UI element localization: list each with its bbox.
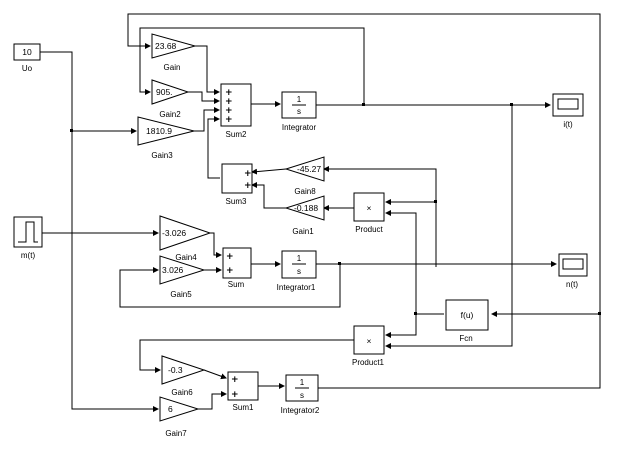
svg-text:s: s: [297, 267, 301, 276]
gain-block-gain8[interactable]: -45.27 Gain8: [284, 156, 325, 196]
svg-text:s: s: [297, 107, 301, 116]
wire-gain3-sum2[interactable]: [194, 107, 220, 132]
gain1-label: Gain1: [292, 227, 314, 236]
fcn-block[interactable]: f(u) Fcn: [445, 299, 489, 343]
wire-gain7-sum1[interactable]: [198, 391, 227, 410]
scope-n[interactable]: n(t): [558, 253, 588, 289]
gain8-label: Gain8: [294, 187, 316, 196]
gain-block-gain3[interactable]: 1810.9 Gain3: [137, 116, 195, 160]
gain8-value: -45.27: [297, 164, 321, 174]
svg-text:1: 1: [297, 254, 302, 263]
wire-gain8-sum3[interactable]: [251, 168, 287, 175]
svg-text:s: s: [300, 391, 304, 400]
gain7-label: Gain7: [165, 429, 187, 438]
constant-uo[interactable]: 10 Uo: [13, 43, 41, 73]
sum2-label: Sum2: [226, 130, 247, 139]
signal-wires: [40, 13, 601, 412]
wire-gain-sum2[interactable]: [195, 45, 220, 95]
integrator1-label: Integrator1: [277, 283, 316, 292]
gain6-value: -0.3: [168, 365, 183, 375]
gain-block-gain4[interactable]: -3.026 Gain4: [159, 215, 212, 262]
product-label: Product: [355, 225, 383, 234]
wire-gain6-sum1[interactable]: [203, 369, 227, 380]
wire-uo-bus[interactable]: [40, 51, 159, 412]
integrator-block[interactable]: 1 s Integrator: [281, 91, 317, 132]
sum-block-sum2[interactable]: + + + + Sum2: [220, 83, 252, 139]
source-mt[interactable]: m(t): [13, 216, 43, 260]
gain3-value: 1810.9: [146, 126, 172, 136]
gain2-value: 905.: [156, 87, 173, 97]
svg-text:+: +: [225, 97, 233, 107]
gain5-label: Gain5: [170, 290, 192, 299]
wire-gain4-sum[interactable]: [210, 232, 222, 258]
wire-i-to-product1[interactable]: [385, 105, 513, 349]
wire-gain1-sum3[interactable]: [251, 182, 286, 209]
sum-block-sum1[interactable]: + + Sum1: [227, 371, 259, 412]
gain-label: Gain: [164, 63, 181, 72]
wire-n-feedback[interactable]: [119, 264, 341, 308]
sum-label: Sum: [228, 280, 245, 289]
gain6-label: Gain6: [171, 388, 193, 397]
gain-block-gain6[interactable]: -0.3 Gain6: [161, 355, 206, 397]
gain1-value: -0.188: [294, 203, 318, 213]
svg-text:+: +: [226, 252, 234, 262]
svg-text:+: +: [231, 375, 239, 385]
integrator2-label: Integrator2: [281, 406, 320, 415]
constant-uo-label: Uo: [22, 64, 33, 73]
sum3-label: Sum3: [226, 197, 247, 206]
step-signal-icon: [18, 221, 38, 243]
gain-block-gain[interactable]: 23.68 Gain: [151, 33, 197, 72]
sum1-label: Sum1: [233, 403, 254, 412]
svg-text:1: 1: [297, 95, 302, 104]
svg-text:+: +: [244, 181, 252, 191]
gain4-label: Gain4: [175, 253, 197, 262]
svg-text:+: +: [225, 88, 233, 98]
gain-block-gain7[interactable]: 6 Gain7: [159, 396, 200, 438]
product1-label: Product1: [352, 358, 385, 367]
svg-text:+: +: [225, 106, 233, 116]
gain-block-gain1[interactable]: -0.188 Gain1: [284, 195, 325, 236]
gain-block-gain2[interactable]: 905. Gain2: [151, 79, 190, 119]
gain2-label: Gain2: [159, 110, 181, 119]
integrator2-block[interactable]: 1 s Integrator2: [281, 374, 320, 415]
wire-i-feedback-top[interactable]: [139, 27, 365, 105]
integrator1-block[interactable]: 1 s Integrator1: [277, 250, 317, 292]
svg-text:1: 1: [300, 378, 305, 387]
wire-outer-feedback[interactable]: [127, 13, 601, 389]
scope-i-label: i(t): [563, 120, 573, 129]
scope-screen-icon: [562, 258, 584, 270]
svg-text:×: ×: [367, 336, 372, 346]
wire-fcn-product1[interactable]: [385, 314, 417, 338]
sum-block-sum3[interactable]: + + Sum3: [221, 163, 253, 206]
wire-n-to-gain8[interactable]: [323, 166, 437, 267]
junction-dots: [70, 103, 601, 315]
gain-value: 23.68: [155, 41, 177, 51]
gain5-value: 3.026: [162, 265, 184, 275]
scope-screen-icon: [557, 98, 579, 110]
source-mt-label: m(t): [21, 251, 36, 260]
gain3-label: Gain3: [151, 151, 173, 160]
constant-uo-value: 10: [22, 47, 32, 57]
scope-n-label: n(t): [566, 280, 578, 289]
gain7-value: 6: [168, 404, 173, 414]
fcn-label: Fcn: [459, 334, 472, 343]
fcn-expression: f(u): [461, 310, 474, 320]
wire-product1-gain6[interactable]: [139, 339, 354, 373]
sum-block-sum[interactable]: + + Sum: [222, 247, 252, 289]
svg-text:+: +: [231, 390, 239, 400]
gain-block-gain5[interactable]: 3.026 Gain5: [159, 255, 206, 299]
gain4-value: -3.026: [162, 228, 186, 238]
wire-sum3-sum2[interactable]: [207, 116, 220, 179]
svg-text:+: +: [225, 115, 233, 125]
svg-text:+: +: [226, 266, 234, 276]
product-block[interactable]: × Product: [353, 192, 385, 234]
product1-block[interactable]: × Product1: [352, 325, 385, 367]
svg-text:×: ×: [367, 203, 372, 213]
svg-text:+: +: [244, 169, 252, 179]
integrator-label: Integrator: [282, 123, 317, 132]
scope-i[interactable]: i(t): [552, 93, 584, 129]
wire-gain2-sum2[interactable]: [188, 91, 220, 104]
